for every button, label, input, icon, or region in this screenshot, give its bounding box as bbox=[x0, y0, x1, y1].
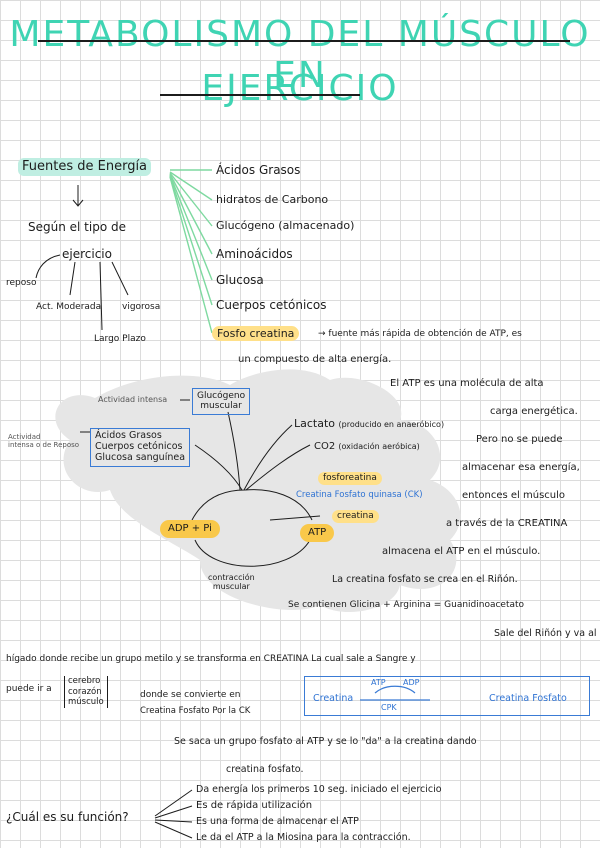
lactato-label: Lactato (producido en anaeróbico) bbox=[294, 417, 444, 430]
fuente-acidos-grasos: Ácidos Grasos bbox=[216, 163, 301, 177]
funcion-item-1: Da energía los primeros 10 seg. iniciado… bbox=[196, 784, 442, 795]
moderada-label: Act. Moderada bbox=[36, 302, 102, 312]
puede-ir-label: puede ir a bbox=[6, 684, 52, 694]
destino-musculo: músculo bbox=[68, 697, 104, 708]
right-text-10: Sale del Riñón y va al bbox=[494, 628, 597, 639]
fosforeatina-label: fosforeatina bbox=[318, 472, 382, 485]
actividad-reposo-line2: intensa o de Reposo bbox=[8, 440, 80, 449]
contraccion-line1: contracción bbox=[208, 573, 255, 582]
ejercicio-label: ejercicio bbox=[62, 247, 112, 261]
right-text-3: Pero no se puede bbox=[476, 434, 563, 445]
fosfo-desc-line1: → fuente más rápida de obtención de ATP,… bbox=[318, 329, 522, 339]
fosfo-desc-line2: un compuesto de alta energía. bbox=[238, 354, 392, 365]
fuentes-heading: Fuentes de Energía bbox=[18, 158, 152, 176]
sustratos-box: Ácidos Grasos Cuerpos cetónicos Glucosa … bbox=[90, 428, 191, 467]
glucogeno-muscular-box: Glucógeno muscular bbox=[192, 388, 251, 415]
cf-por-ck: Creatina Fosfato Por la CK bbox=[140, 706, 251, 716]
ck-enzyme-label: Creatina Fosfato quinasa (CK) bbox=[296, 490, 423, 500]
creatina-label: creatina bbox=[332, 510, 379, 523]
destino-corazon: corazón bbox=[68, 686, 102, 697]
funcion-question: ¿Cuál es su función? bbox=[6, 810, 129, 824]
fuente-cuerpos-cetonicos: Cuerpos cetónicos bbox=[216, 298, 327, 312]
actividad-reposo-label: Actividad intensa o de Reposo bbox=[8, 433, 80, 449]
funcion-item-2: Es de rápida utilización bbox=[196, 800, 313, 811]
sustrato-glucosa-sanguinea: Glucosa sanguínea bbox=[95, 451, 186, 463]
donde-convierte: donde se convierte en bbox=[140, 690, 241, 700]
adp-pi-node: ADP + Pi bbox=[160, 520, 220, 538]
actividad-intensa-label: Actividad intensa bbox=[98, 395, 168, 404]
saca-line1: Se saca un grupo fosfato al ATP y se lo … bbox=[174, 736, 477, 747]
page-title: METABOLISMO DEL MÚSCULO EN bbox=[9, 14, 591, 96]
reaction-adp: ADP bbox=[403, 678, 420, 687]
reaction-creatina: Creatina bbox=[313, 693, 354, 704]
destinos-list: cerebro corazón músculo bbox=[64, 676, 108, 708]
right-text-8: La creatina fosfato se crea en el Riñón. bbox=[332, 574, 518, 585]
fuente-glucosa: Glucosa bbox=[216, 273, 264, 287]
sustrato-acidos-grasos: Ácidos Grasos bbox=[95, 430, 162, 441]
reaction-atp: ATP bbox=[371, 678, 386, 687]
sustrato-cuerpos-cetonicos: Cuerpos cetónicos bbox=[95, 440, 183, 452]
fuente-glucogeno: Glucógeno (almacenado) bbox=[216, 219, 355, 232]
fuente-hidratos: hidratos de Carbono bbox=[216, 193, 329, 206]
contraccion-muscular-label: contracción muscular bbox=[208, 573, 255, 592]
destino-cerebro: cerebro bbox=[68, 676, 101, 686]
title-strike-line bbox=[38, 40, 570, 42]
subtitle-strike-line bbox=[160, 94, 360, 96]
lactato-note: (producido en anaeróbico) bbox=[338, 420, 445, 429]
reaction-box: Creatina ATP ADP CPK Creatina Fosfato bbox=[304, 676, 590, 716]
contraccion-line2: muscular bbox=[212, 581, 250, 591]
lactato-text: Lactato bbox=[294, 417, 336, 430]
right-text-1: El ATP es una molécula de alta bbox=[390, 378, 544, 389]
higado-line: hígado donde recibe un grupo metilo y se… bbox=[6, 654, 416, 664]
funcion-item-3: Es una forma de almacenar el ATP bbox=[196, 816, 359, 827]
atp-node: ATP bbox=[300, 524, 335, 542]
actividad-reposo-line1: Actividad bbox=[8, 433, 41, 441]
right-text-2: carga energética. bbox=[490, 406, 578, 417]
fuente-aminoacidos: Aminoácidos bbox=[216, 247, 293, 261]
co2-note: (oxidación aeróbica) bbox=[338, 442, 420, 451]
co2-label: CO2 (oxidación aeróbica) bbox=[314, 441, 420, 453]
largo-plazo-label: Largo Plazo bbox=[94, 334, 146, 344]
vigorosa-label: vigorosa bbox=[122, 302, 161, 312]
segun-tipo: Según el tipo de bbox=[28, 220, 126, 234]
reaction-creatina-fosfato: Creatina Fosfato bbox=[489, 693, 567, 704]
page-subtitle: EJERCICIO bbox=[201, 68, 399, 109]
right-text-6: a través de la CREATINA bbox=[446, 518, 568, 529]
right-text-7: almacena el ATP en el músculo. bbox=[382, 546, 541, 557]
fuente-fosfocreatina: Fosfo creatina bbox=[212, 326, 300, 342]
funcion-item-4: Le da el ATP a la Miosina para la contra… bbox=[196, 832, 411, 843]
glucogeno-muscular-line2: muscular bbox=[200, 401, 242, 412]
saca-line2: creatina fosfato. bbox=[226, 764, 304, 775]
right-text-9: Se contienen Glicina + Arginina = Guanid… bbox=[288, 600, 525, 610]
co2-text: CO2 bbox=[314, 441, 336, 452]
right-text-4: almacenar esa energía, bbox=[462, 462, 580, 473]
reposo-label: reposo bbox=[6, 278, 37, 288]
right-text-5: entonces el músculo bbox=[462, 490, 566, 501]
glucogeno-muscular-line1: Glucógeno bbox=[197, 391, 246, 401]
reaction-cpk: CPK bbox=[381, 703, 397, 712]
